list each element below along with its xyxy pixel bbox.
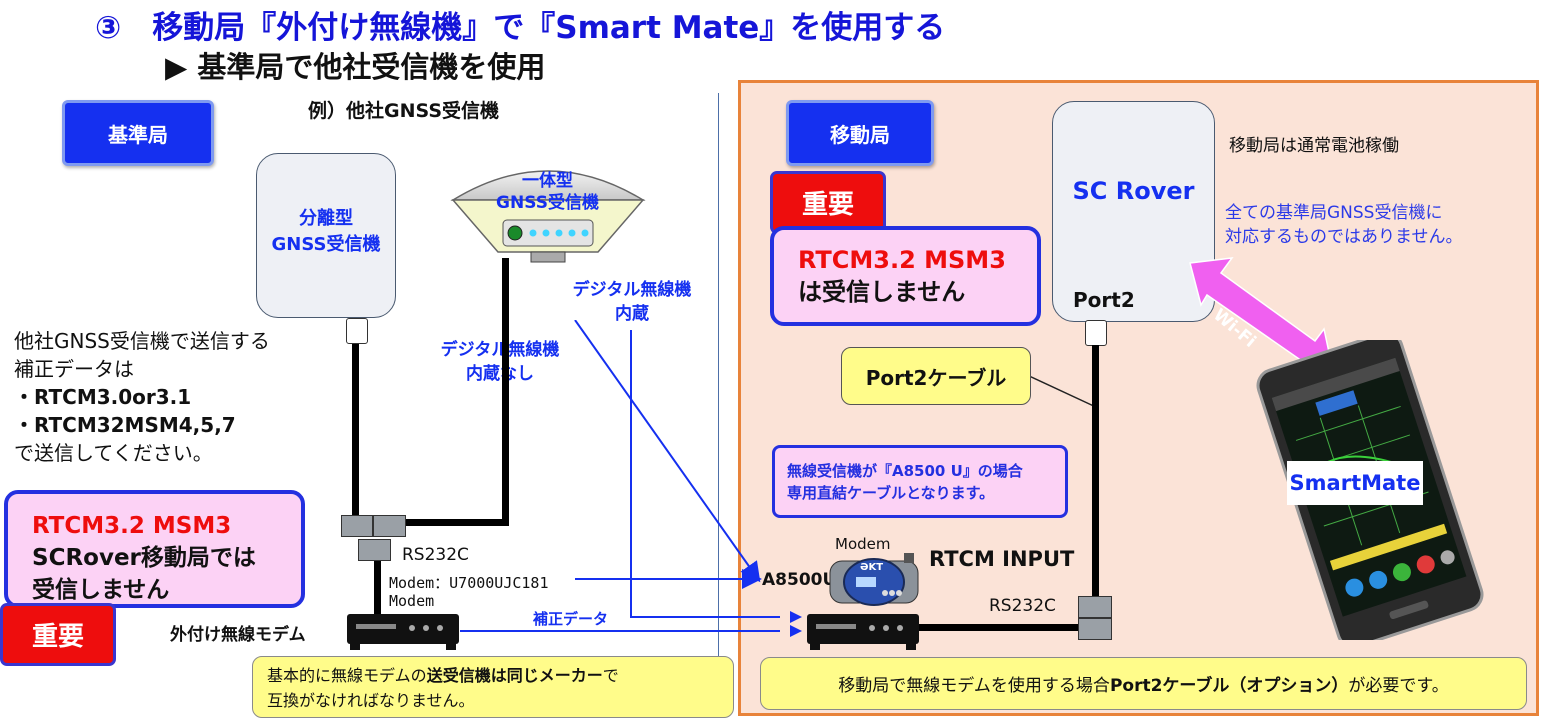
port2-callout-pointer (1026, 374, 1099, 409)
a8500u-brand: ƏKT (860, 562, 884, 573)
rover-warning-box: RTCM3.2 MSM3 は受信しません (770, 226, 1041, 326)
rover-cable-h (916, 624, 1081, 631)
base-rs232c-label: RS232C (402, 545, 469, 565)
integrated-receiver-line2: GNSS受信機 (496, 193, 599, 213)
radio-none-line2: 内蔵なし (466, 364, 534, 384)
a8500u-label: A8500U (762, 570, 837, 590)
rover-cable (1092, 345, 1099, 600)
cable-integrated-h (405, 519, 509, 526)
base-footnote-bold: 送受信機は同じメーカー (426, 666, 603, 685)
base-warning-line2: SCRover移動局では (32, 545, 256, 571)
a8500-note: 無線受信機が『A8500 U』の場合 専用直結ケーブルとなります。 (772, 445, 1068, 518)
notes-line2: 補正データは (14, 357, 134, 381)
connector-lower (358, 539, 391, 561)
base-station-tag: 基準局 (62, 100, 214, 166)
rover-connector-bottom (1078, 618, 1112, 640)
rover-footnote-bold: Port2ケーブル（オプション） (1109, 676, 1349, 696)
base-footnote-line2: 互換がなければなりません。 (267, 691, 475, 710)
connector-left (341, 515, 373, 537)
connector-right (373, 515, 406, 537)
rover-warning-line2: は受信しません (798, 278, 966, 306)
integrated-gnss-receiver (450, 170, 646, 263)
separate-gnss-receiver: 分離型 GNSS受信機 (256, 153, 396, 318)
rover-important-tag: 重要 (770, 171, 886, 234)
base-footnote-part2: で (602, 666, 619, 685)
base-warning-box: RTCM3.2 MSM3 SCRover移動局では 受信しません (4, 490, 305, 608)
radio-builtin-label: デジタル無線機 内蔵 (552, 278, 712, 326)
section-divider (718, 93, 719, 713)
base-modem-model: Modem：U7000UJC181 (389, 574, 549, 592)
cable-integrated-v (502, 258, 509, 526)
rover-modem-label: Modem (835, 535, 891, 553)
integrated-receiver-label: 一体型 GNSS受信機 (470, 170, 625, 214)
integrated-receiver-line1: 一体型 (522, 171, 573, 191)
cable-separate (352, 344, 359, 519)
rover-tag: 移動局 (786, 100, 934, 166)
correction-data-label: 補正データ (533, 610, 609, 628)
port2-cable-callout: Port2ケーブル (841, 347, 1031, 405)
example-label: 例）他社GNSS受信機 (308, 100, 500, 122)
rover-footnote-part2: が必要です。 (1348, 676, 1449, 696)
base-warning-line1: RTCM3.2 MSM3 (32, 513, 232, 539)
base-important-tag: 重要 (0, 603, 116, 666)
external-modem-label: 外付け無線モデム (170, 625, 306, 645)
battery-note: 移動局は通常電池稼働 (1229, 136, 1399, 156)
rover-warning-line1: RTCM3.2 MSM3 (798, 246, 1006, 274)
arrow-heads (790, 611, 802, 637)
smartmate-label: SmartMate (1287, 461, 1423, 505)
sc-rover-device: SC Rover Port2 (1052, 101, 1215, 322)
base-modem-icon (347, 614, 459, 650)
radio-none-label: デジタル無線機 内蔵なし (420, 338, 580, 386)
rtcm-input-label: RTCM INPUT (929, 547, 1075, 571)
signal-arrows (460, 320, 780, 632)
a8500-note-line1: 無線受信機が『A8500 U』の場合 (787, 462, 1023, 480)
page-title: ③ 移動局『外付け無線機』で『Smart Mate』を使用する (95, 10, 946, 46)
rover-rs232c-label: RS232C (989, 596, 1056, 616)
separate-receiver-line1: 分離型 (299, 208, 353, 229)
a8500-note-line2: 専用直結ケーブルとなります。 (787, 484, 995, 502)
base-footnote-part1: 基本的に無線モデムの (267, 666, 427, 685)
rover-port (1085, 320, 1107, 346)
receiver-port (346, 318, 368, 344)
notes-line5: で送信してください。 (14, 441, 213, 465)
notes-line4: ・RTCM32MSM4,5,7 (14, 413, 236, 437)
radio-none-line1: デジタル無線機 (440, 340, 560, 360)
radio-builtin-line1: デジタル無線機 (572, 280, 692, 300)
rover-connector-top (1078, 596, 1112, 618)
compat-note-line2: 対応するものではありません。 (1225, 227, 1463, 247)
cable-to-modem (374, 560, 381, 620)
radio-builtin-line2: 内蔵 (615, 304, 649, 324)
a8500u-device (829, 553, 919, 606)
compat-note: 全ての基準局GNSS受信機に 対応するものではありません。 (1225, 201, 1463, 249)
base-notes: 他社GNSS受信機で送信する 補正データは ・RTCM3.0or3.1 ・RTC… (14, 327, 270, 467)
notes-line3: ・RTCM3.0or3.1 (14, 385, 192, 409)
base-warning-line3: 受信しません (32, 577, 170, 603)
compat-note-line1: 全ての基準局GNSS受信機に (1225, 203, 1443, 223)
port2-label: Port2 (1073, 288, 1135, 312)
sc-rover-label: SC Rover (1072, 177, 1195, 205)
page-subtitle: ▶ 基準局で他社受信機を使用 (165, 50, 546, 84)
rover-footnote-part1: 移動局で無線モデムを使用する場合 (838, 676, 1110, 696)
rover-modem-icon (807, 614, 919, 650)
separate-receiver-line2: GNSS受信機 (271, 234, 381, 255)
base-modem-label: Modem (389, 592, 435, 610)
base-footnote: 基本的に無線モデムの送受信機は同じメーカーで 互換がなければなりません。 (252, 656, 734, 718)
notes-line1: 他社GNSS受信機で送信する (14, 329, 270, 353)
